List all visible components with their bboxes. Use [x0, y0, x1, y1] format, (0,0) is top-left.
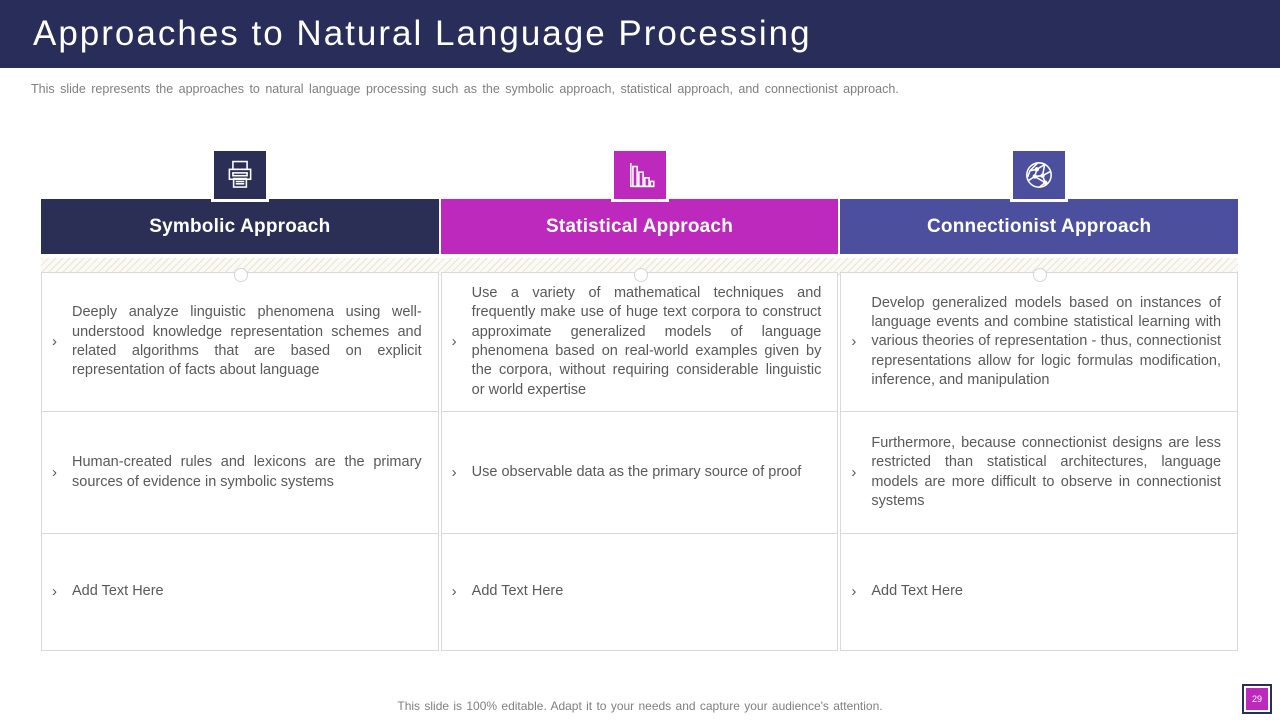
connector-dot: [233, 268, 248, 282]
bullet-cell: › Use a variety of mathematical techniqu…: [441, 273, 838, 412]
bullet-marker: ›: [851, 463, 857, 481]
bullet-cell: › Use observable data as the primary sou…: [441, 412, 838, 534]
column-header-connectionist: Connectionist Approach: [840, 199, 1239, 254]
column-header-statistical: Statistical Approach: [440, 199, 839, 254]
bullet-marker: ›: [851, 583, 857, 601]
column-content: › Deeply analyze linguistic phenomena us…: [41, 272, 439, 651]
column-connectionist: Connectionist Approach › Develop general…: [840, 148, 1239, 651]
bullet-marker: ›: [52, 463, 57, 481]
placeholder-text: Add Text Here: [871, 583, 963, 600]
title-bar: Approaches to Natural Language Processin…: [0, 0, 1280, 68]
editable-note: This slide is 100% editable. Adapt it to…: [397, 699, 883, 713]
column-title: Connectionist Approach: [927, 215, 1152, 237]
page-number-badge: 29: [1242, 684, 1272, 714]
approaches-table: Symbolic Approach › Deeply analyze lingu…: [41, 148, 1239, 660]
column-symbolic: Symbolic Approach › Deeply analyze lingu…: [41, 148, 439, 651]
bullet-text: Human-created rules and lexicons are the…: [72, 454, 422, 490]
bullet-cell: › Develop generalized models based on in…: [841, 273, 1238, 412]
column-title: Symbolic Approach: [149, 215, 331, 237]
columns-row: Symbolic Approach › Deeply analyze lingu…: [41, 148, 1239, 651]
printer-icon: [210, 148, 269, 202]
placeholder-text: Add Text Here: [72, 583, 164, 600]
page-number: 29: [1246, 688, 1268, 710]
bar-chart-icon: [610, 148, 669, 202]
bullet-cell: › Deeply analyze linguistic phenomena us…: [42, 273, 438, 412]
bullet-cell: › Human-created rules and lexicons are t…: [42, 412, 438, 534]
bullet-marker: ›: [52, 333, 57, 351]
slide-subtitle: This slide represents the approaches to …: [31, 82, 899, 96]
bullet-text: Use observable data as the primary sourc…: [471, 463, 802, 480]
column-statistical: Statistical Approach › Use a variety of …: [440, 148, 839, 651]
bullet-text: Deeply analyze linguistic phenomena usin…: [72, 304, 422, 379]
connector-dot: [633, 268, 648, 282]
placeholder-text: Add Text Here: [471, 583, 564, 600]
bullet-cell: › Furthermore, because connectionist des…: [841, 412, 1238, 534]
column-title: Statistical Approach: [546, 215, 734, 237]
bullet-marker: ›: [52, 583, 57, 601]
network-globe-icon: [1010, 148, 1069, 202]
column-header-symbolic: Symbolic Approach: [41, 199, 439, 254]
bullet-marker: ›: [851, 333, 857, 351]
column-content: › Develop generalized models based on in…: [840, 272, 1239, 651]
add-text-placeholder[interactable]: › Add Text Here: [841, 534, 1237, 650]
page-title: Approaches to Natural Language Processin…: [33, 14, 812, 53]
add-text-placeholder[interactable]: › Add Text Here: [42, 534, 438, 650]
bullet-marker: ›: [451, 463, 457, 481]
add-text-placeholder[interactable]: › Add Text Here: [442, 534, 838, 650]
column-content: › Use a variety of mathematical techniqu…: [440, 272, 839, 651]
bullet-marker: ›: [451, 583, 457, 601]
bullet-marker: ›: [451, 333, 457, 351]
bullet-text: Use a variety of mathematical techniques…: [471, 285, 822, 398]
connector-dot: [1033, 268, 1048, 282]
bullet-text: Furthermore, because connectionist desig…: [871, 434, 1222, 509]
hatch-band: [41, 258, 1238, 276]
bullet-text: Develop generalized models based on inst…: [871, 294, 1222, 388]
